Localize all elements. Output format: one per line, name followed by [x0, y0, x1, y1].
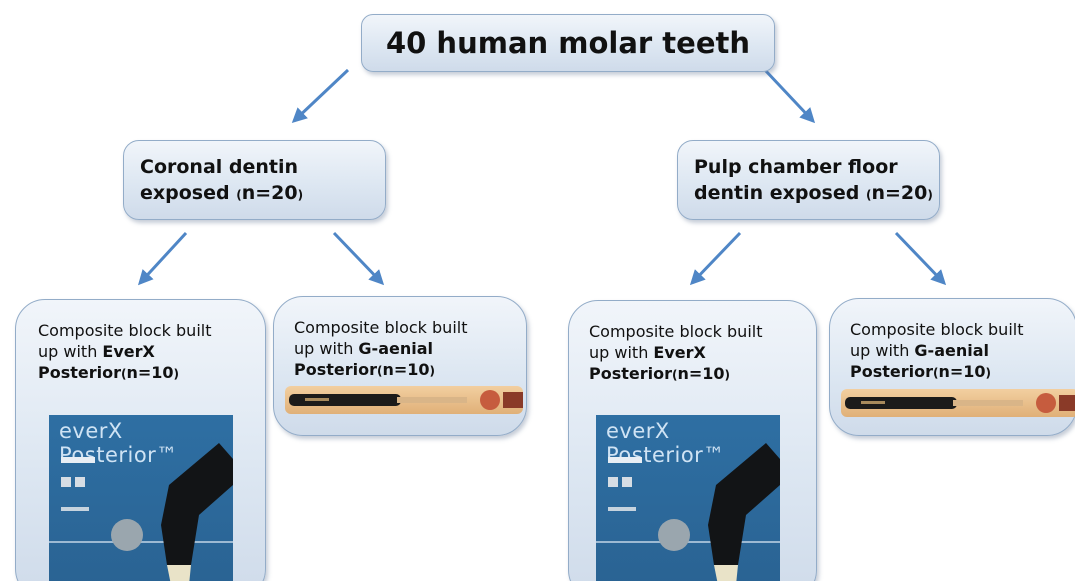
branch-line-2-row: exposed (n=20) — [140, 180, 385, 208]
group-line-1: Composite block built — [850, 319, 1075, 340]
arrow-root-to-left — [294, 70, 348, 121]
paren-close: ) — [298, 188, 303, 202]
group-n: n=10 — [382, 360, 429, 379]
group-line-3-row: Posterior(n=10) — [38, 362, 265, 385]
paren-close: ) — [986, 366, 991, 380]
group-line-2-bold: G-aenial — [914, 341, 989, 360]
group-line-2-prefix: up with — [294, 339, 353, 358]
everx-package-image: everX Posterior™ — [596, 415, 780, 581]
group-n: n=10 — [677, 364, 724, 383]
branch-line-1: Coronal dentin — [140, 154, 385, 180]
group-line-3-row: Posterior(n=10) — [850, 361, 1075, 384]
branch-n: n=20 — [242, 182, 298, 204]
arrow-left-to-group-1 — [140, 233, 186, 283]
branch-line-2: exposed — [140, 182, 230, 204]
paren-close: ) — [174, 367, 179, 381]
group-line-2-prefix: up with — [38, 342, 97, 361]
group-line-3-row: Posterior(n=10) — [294, 359, 526, 382]
group-line-1: Composite block built — [38, 320, 265, 341]
group-line-3-row: Posterior(n=10) — [589, 363, 816, 386]
gaenial-tube-icon — [841, 389, 1075, 417]
group-line-3-bold: Posterior — [589, 364, 672, 383]
group-n: n=10 — [938, 362, 985, 381]
root-node: 40 human molar teeth — [361, 14, 775, 72]
group-line-2-row: up with G-aenial — [850, 340, 1075, 361]
paren-close: ) — [430, 364, 435, 378]
everx-package-image: everX Posterior™ — [49, 415, 233, 581]
group-line-3-bold: Posterior — [850, 362, 933, 381]
group-node-coronal-gaenial: Composite block built up with G-aenial P… — [273, 296, 527, 436]
group-line-2-row: up with G-aenial — [294, 338, 526, 359]
paren-close: ) — [725, 368, 730, 382]
branch-n: n=20 — [871, 182, 927, 204]
group-line-1: Composite block built — [589, 321, 816, 342]
everx-syringe-icon — [49, 415, 233, 581]
branch-node-pulp-floor: Pulp chamber floor dentin exposed (n=20) — [677, 140, 940, 220]
paren-close: ) — [927, 188, 932, 202]
gaenial-tube-icon — [285, 386, 523, 414]
group-line-3-bold: Posterior — [294, 360, 377, 379]
group-line-2-row: up with EverX — [589, 342, 816, 363]
branch-line-1: Pulp chamber floor — [694, 154, 939, 180]
group-line-2-bold: G-aenial — [358, 339, 433, 358]
group-n: n=10 — [126, 363, 173, 382]
branch-line-2-row: dentin exposed (n=20) — [694, 180, 939, 208]
branch-line-2: dentin exposed — [694, 182, 859, 204]
gaenial-tube-image — [841, 389, 1075, 417]
group-line-2-prefix: up with — [850, 341, 909, 360]
arrow-left-to-group-2 — [334, 233, 382, 283]
gaenial-tube-image — [285, 386, 523, 414]
group-line-2-prefix: up with — [589, 343, 648, 362]
group-line-2-row: up with EverX — [38, 341, 265, 362]
group-line-2-bold: EverX — [653, 343, 705, 362]
group-line-2-bold: EverX — [102, 342, 154, 361]
everx-syringe-icon — [596, 415, 780, 581]
arrow-root-to-right — [765, 70, 813, 121]
arrow-right-to-group-4 — [896, 233, 944, 283]
branch-node-coronal: Coronal dentin exposed (n=20) — [123, 140, 386, 220]
arrow-right-to-group-3 — [692, 233, 740, 283]
group-line-1: Composite block built — [294, 317, 526, 338]
root-label: 40 human molar teeth — [386, 26, 750, 60]
group-line-3-bold: Posterior — [38, 363, 121, 382]
